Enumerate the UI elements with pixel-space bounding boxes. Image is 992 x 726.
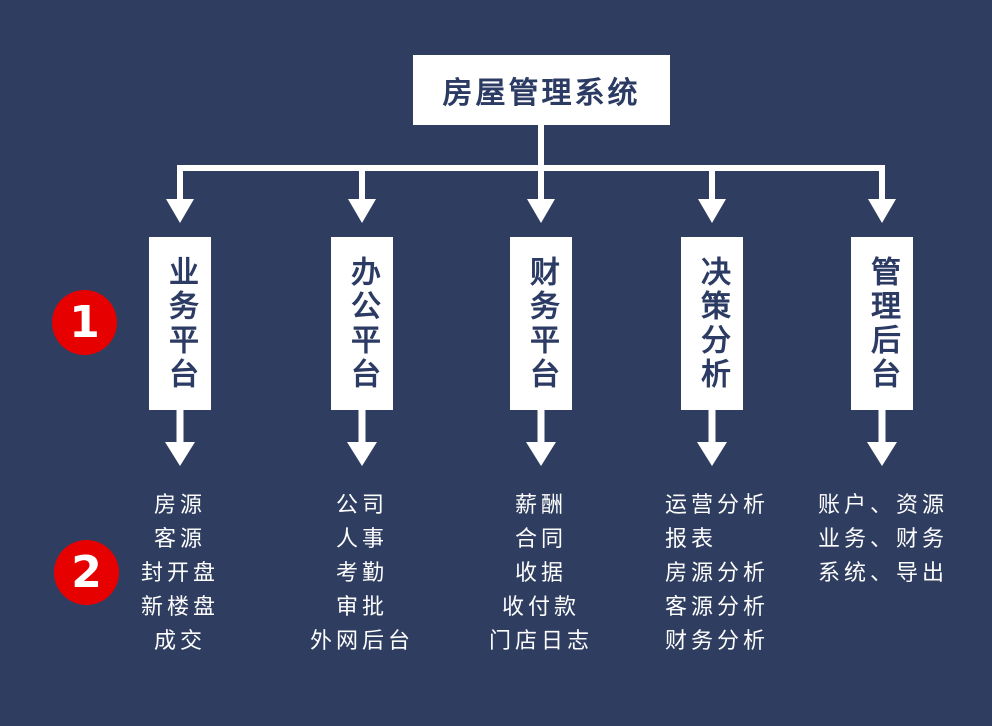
feature-list-decision-analysis: 运营分析 报表 房源分析 客源分析 财务分析 (665, 489, 769, 659)
feature-item: 人事 (335, 527, 388, 552)
feature-list-office-platform: 公司 人事 考勤 审批 外网后台 (272, 489, 452, 659)
root-node: 房屋管理系统 (413, 55, 670, 125)
feature-item: 收付款 (501, 595, 580, 620)
branch-node-finance-platform: 财务平台 (510, 237, 572, 410)
branch-node-admin-backend: 管理后台 (851, 237, 913, 410)
feature-item: 账户、资源 (818, 493, 949, 518)
root-node-title: 房屋管理系统 (442, 76, 641, 111)
feature-item: 房源 (153, 493, 206, 518)
feature-item: 考勤 (335, 561, 388, 586)
feature-item: 房源分析 (665, 561, 770, 586)
step-badge-1-number: 1 (69, 296, 100, 348)
feature-item: 客源分析 (665, 595, 770, 620)
branch-node-title: 财务平台 (524, 255, 559, 392)
branch-node-title: 业务平台 (163, 255, 198, 392)
feature-item: 运营分析 (665, 493, 770, 518)
feature-list-admin-backend: 账户、资源 业务、财务 系统、导出 (818, 489, 948, 591)
branch-node-business-platform: 业务平台 (149, 237, 211, 410)
branch-node-title: 办公平台 (345, 255, 380, 392)
feature-list-finance-platform: 薪酬 合同 收据 收付款 门店日志 (451, 489, 631, 659)
feature-item: 报表 (665, 527, 718, 552)
feature-item: 合同 (514, 527, 567, 552)
feature-item: 门店日志 (488, 629, 593, 654)
feature-list-business-platform: 房源 客源 封开盘 新楼盘 成交 (90, 489, 270, 659)
feature-item: 业务、财务 (818, 527, 949, 552)
feature-item: 薪酬 (514, 493, 567, 518)
feature-item: 系统、导出 (818, 561, 949, 586)
branch-node-title: 决策分析 (695, 255, 730, 392)
branch-node-title: 管理后台 (865, 255, 900, 392)
step-badge-2-number: 2 (71, 546, 102, 598)
feature-item: 客源 (153, 527, 206, 552)
branch-node-decision-analysis: 决策分析 (681, 237, 743, 410)
step-badge-1: 1 (52, 290, 117, 355)
feature-item: 外网后台 (309, 629, 414, 654)
branch-node-office-platform: 办公平台 (331, 237, 393, 410)
feature-item: 财务分析 (665, 629, 770, 654)
feature-item: 成交 (153, 629, 206, 654)
feature-item: 收据 (514, 561, 567, 586)
feature-item: 封开盘 (140, 561, 219, 586)
step-badge-2: 2 (54, 540, 119, 605)
feature-item: 新楼盘 (140, 595, 219, 620)
feature-item: 公司 (335, 493, 388, 518)
feature-item: 审批 (335, 595, 388, 620)
